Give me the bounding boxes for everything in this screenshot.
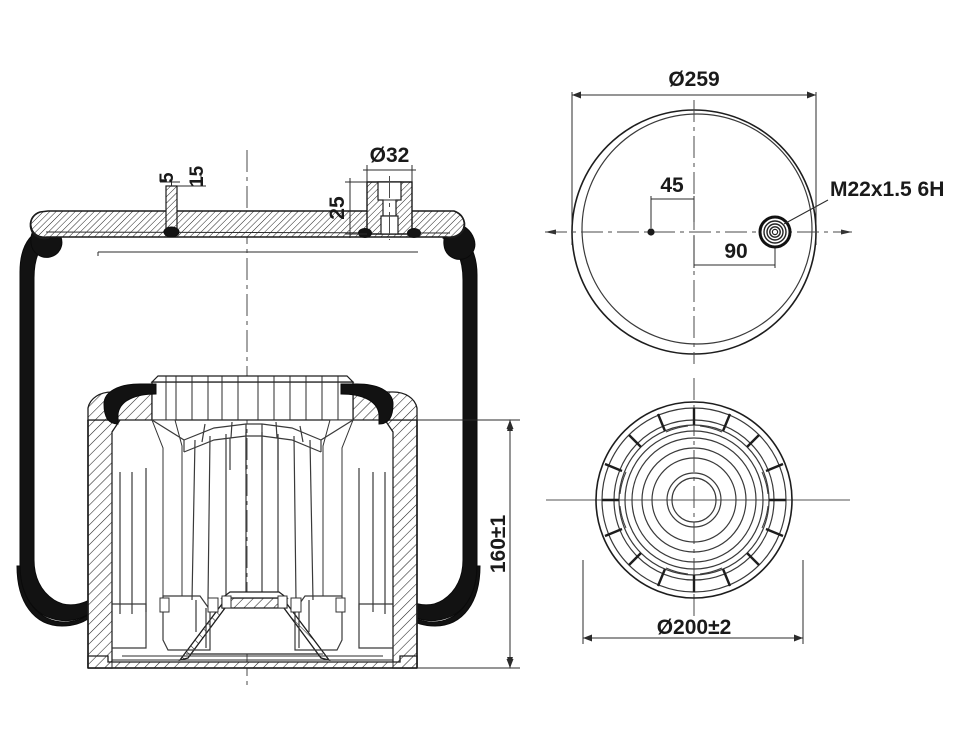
dim-piston-height	[503, 419, 517, 669]
bolt-stud-head	[163, 226, 180, 238]
dim-thread-spec: M22x1.5 6H	[830, 178, 944, 201]
piston-bottom-cone	[178, 591, 331, 662]
piston-step-ring-1	[624, 430, 764, 570]
dim-port-height-25: 25	[326, 196, 349, 220]
air-port-boss	[345, 165, 421, 240]
top-plan-view: Ø259 45 90	[545, 68, 944, 364]
bottom-plan-view: Ø200±2	[546, 378, 850, 644]
threaded-air-port	[758, 215, 792, 249]
piston-hub-outer	[666, 472, 722, 528]
piston-rib-slots	[159, 595, 346, 613]
dim-port-diameter-32: Ø32	[370, 144, 410, 167]
dim-offset-45	[650, 196, 695, 228]
piston-step-ring-3	[641, 447, 747, 553]
top-cover-plate	[29, 210, 466, 240]
piston-bottom-pockets	[112, 595, 393, 651]
dim-piston-diameter	[582, 560, 804, 644]
crown-rib-lines	[165, 376, 339, 420]
piston-outer-ring	[595, 401, 793, 599]
dim-cover-diameter-259: Ø259	[668, 68, 719, 91]
piston-hub-inner	[671, 477, 717, 523]
thread-leader-line	[783, 199, 829, 225]
left-section-view: 5 15 Ø32 25	[16, 144, 520, 688]
dim-piston-height-160: 160±1	[487, 515, 510, 574]
piston-radial-ribs	[602, 408, 786, 592]
piston-assembly	[87, 375, 418, 669]
dim-bolt-depth-5: 5	[157, 172, 178, 183]
piston-crown	[151, 381, 354, 421]
piston-rib-slot-outlines	[619, 425, 769, 575]
dim-offset-90-label: 90	[724, 240, 747, 263]
piston-step-ring-2	[631, 437, 757, 563]
offset-reference-point	[647, 228, 655, 236]
cone-hub-top	[220, 591, 289, 599]
bolt-stud-detail	[160, 174, 206, 238]
dim-bolt-height-15: 15	[187, 165, 208, 187]
piston-base-plate	[87, 655, 418, 669]
cone-hub	[221, 597, 288, 609]
bolt-stud-body	[165, 185, 178, 233]
piston-upper-flare	[151, 419, 354, 470]
dim-offset-45-label: 45	[660, 174, 684, 197]
piston-crown-top	[150, 375, 355, 383]
cover-inner-circle	[581, 113, 813, 345]
dim-piston-diameter-200: Ø200±2	[657, 616, 732, 639]
piston-step-ring-4	[651, 457, 737, 543]
